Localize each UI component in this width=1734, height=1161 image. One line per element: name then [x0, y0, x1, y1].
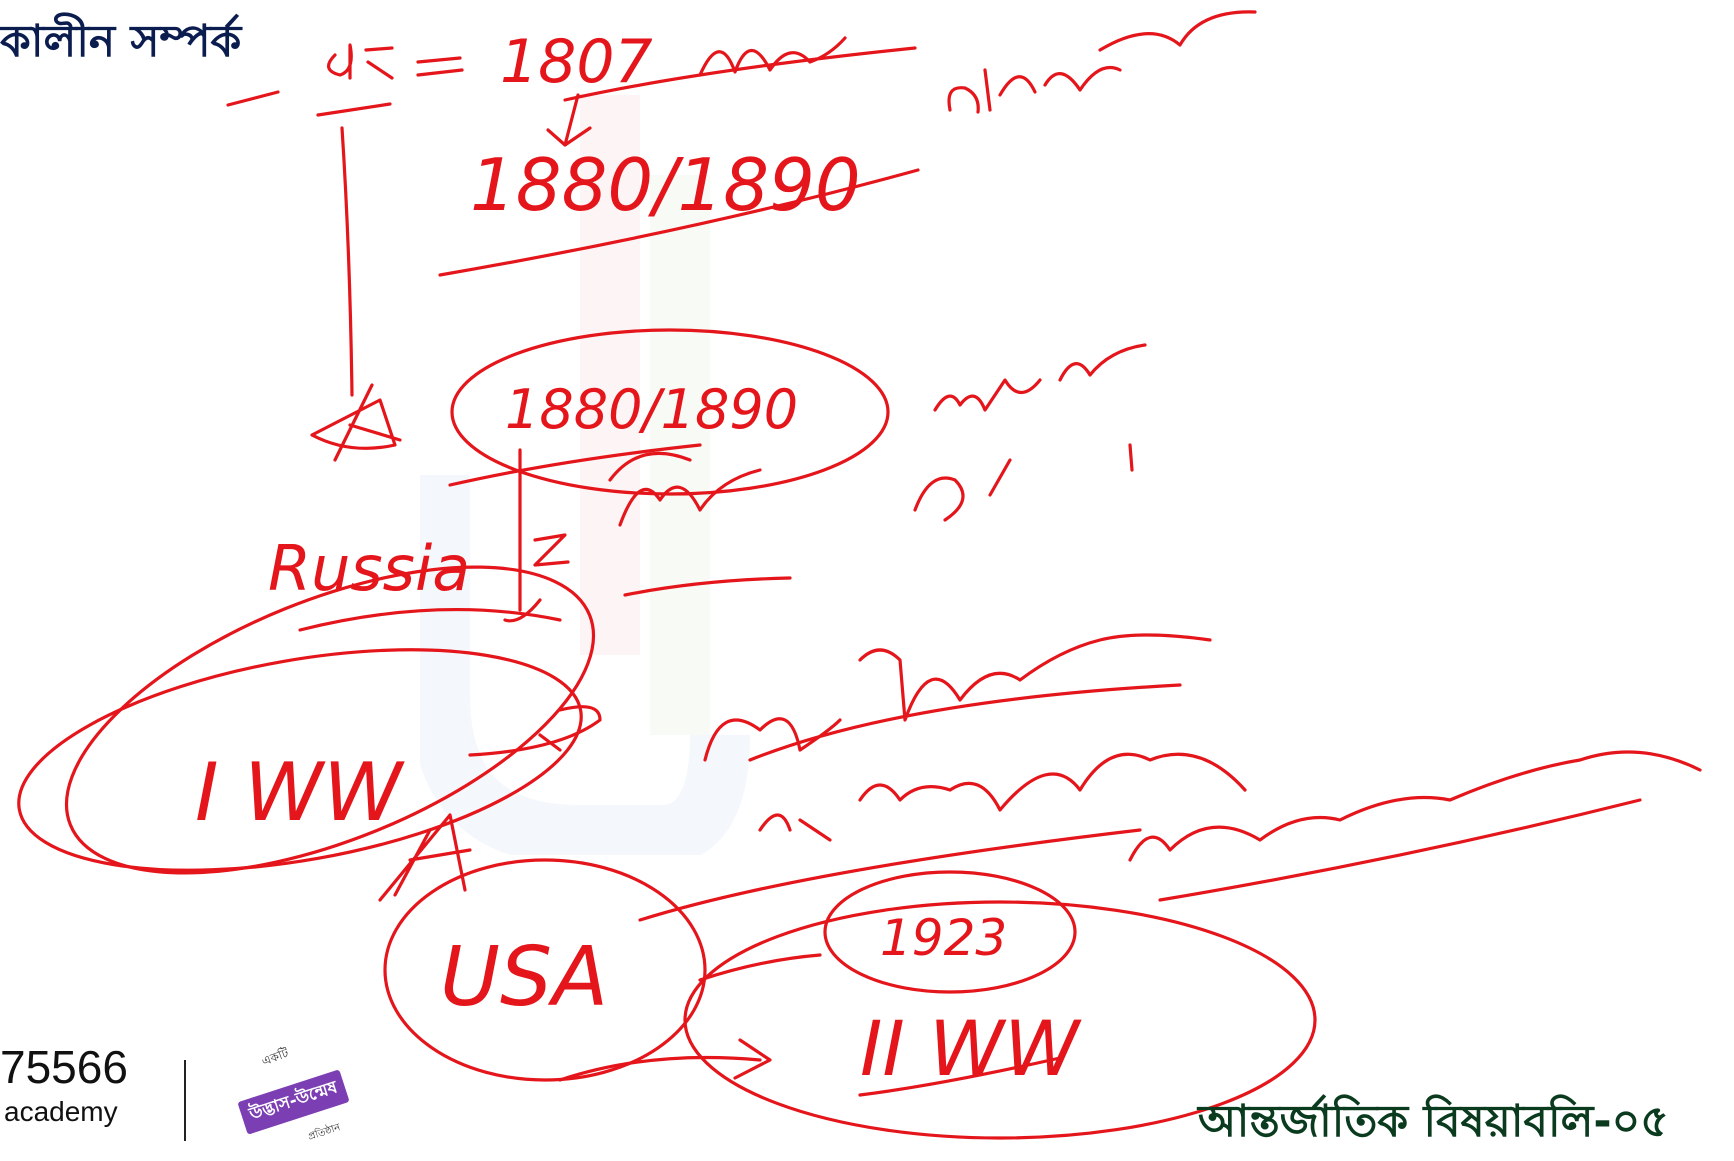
footer-phone: 75566: [0, 1041, 128, 1093]
ink-circle-ww1-outer: [17, 648, 583, 872]
ink-word-1: [698, 36, 847, 77]
ink-underline-6: [748, 683, 1182, 762]
ink-word-5: [913, 443, 1134, 522]
ink-word-4: [608, 451, 762, 527]
ink-equals: [416, 56, 464, 77]
slide-title: কালীন সম্পর্ক: [0, 16, 242, 67]
footer-site: academy: [4, 1096, 118, 1127]
footer-divider: [184, 1060, 186, 1141]
ink-word-7: [758, 752, 1247, 842]
ink-usa: USA: [440, 930, 608, 1025]
ink-word-8: [1128, 750, 1702, 862]
watermark-logo: [420, 95, 750, 855]
ink-circle-ww2: [683, 900, 1317, 1140]
ink-dash-mid: [623, 576, 792, 597]
ink-arrow-usa-ww2: [558, 1038, 772, 1082]
ink-slash-underline: [438, 168, 920, 277]
ink-a-arrow: [378, 813, 472, 902]
ink-ww2-underline: [858, 1056, 1062, 1097]
badge-top-text: একটি: [259, 1045, 291, 1069]
ink-circle-usa: [383, 858, 707, 1082]
brand-badge: একটি উদ্ভাস-উন্মেষ প্রতিষ্ঠান: [232, 1045, 362, 1143]
ink-z: [533, 533, 570, 567]
ink-usa-dash: [698, 953, 822, 982]
ink-russia-swoop: [298, 607, 562, 632]
ink-years-upper: 1880/1890: [470, 143, 861, 227]
ink-word-3: [933, 343, 1147, 412]
ink-year-1807: 1807: [500, 27, 653, 97]
ink-line-mid: [448, 443, 702, 487]
ink-circle-years: [450, 328, 890, 496]
ink-circle-ww1-inner: [64, 565, 596, 875]
ink-ww2: II WW: [860, 1004, 1082, 1093]
ink-dash-1: [226, 90, 280, 107]
ink-ww1: I WW: [195, 746, 405, 839]
ink-dash-2: [316, 102, 392, 117]
ink-years-circled: 1880/1890: [505, 378, 798, 441]
ink-usa-line: [638, 828, 1142, 922]
ink-triangle-symbol: [310, 383, 402, 462]
ink-underline-1807: [563, 46, 917, 102]
ink-vertical-line: [340, 126, 354, 397]
ink-word-6: [703, 633, 1212, 762]
badge-bottom-text: প্রতিষ্ঠান: [306, 1122, 342, 1143]
ink-underline-8: [1158, 798, 1642, 902]
ink-circle-1923: [823, 870, 1077, 994]
ink-arrow-down: [546, 93, 592, 147]
ink-word-2: [947, 10, 1257, 114]
footer-subject: আন্তর্জাতিক বিষয়াবলি-০৫: [1198, 1096, 1669, 1147]
ink-d5: [327, 43, 394, 80]
ink-1923: 1923: [880, 909, 1007, 967]
ink-russia-hook: [503, 598, 542, 623]
ink-arrow-ww1: [468, 705, 602, 757]
